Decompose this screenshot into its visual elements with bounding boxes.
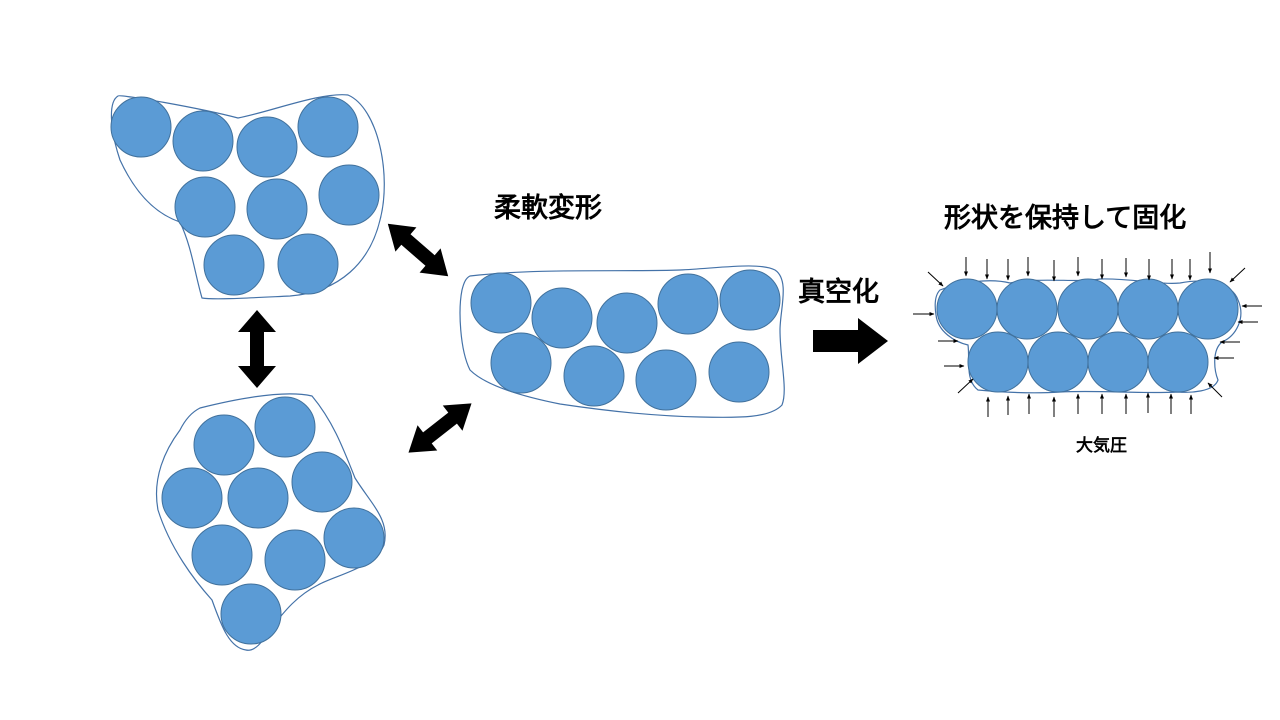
bead — [172, 110, 234, 172]
bead — [470, 272, 532, 334]
bead — [1147, 331, 1209, 393]
pressure-arrow — [957, 378, 974, 394]
bead — [657, 273, 719, 335]
bead — [1177, 278, 1239, 340]
pressure-arrow — [1207, 382, 1223, 398]
bead — [1117, 278, 1179, 340]
bead-bag-bottom-left — [155, 393, 386, 651]
bag-outline — [110, 94, 385, 300]
bead — [531, 287, 593, 349]
bead — [596, 292, 658, 354]
bead-bag-vacuumed — [934, 278, 1242, 394]
bead — [236, 116, 298, 178]
bead — [203, 234, 265, 296]
bead — [936, 278, 998, 340]
bag-outline — [934, 278, 1242, 394]
vacuum-arrow — [813, 318, 888, 364]
atmospheric-pressure-label: 大気圧 — [1076, 436, 1127, 456]
bead — [719, 269, 781, 331]
bead — [161, 467, 223, 529]
bead — [967, 331, 1029, 393]
bead — [291, 451, 353, 513]
bead — [708, 341, 770, 403]
pressure-arrow — [927, 271, 944, 287]
bead — [323, 507, 385, 569]
bead — [490, 332, 552, 394]
bead — [254, 396, 316, 458]
bead — [996, 278, 1058, 340]
bead-bag-middle — [459, 265, 785, 418]
bead — [193, 414, 255, 476]
bead — [1087, 331, 1149, 393]
bead — [191, 524, 253, 586]
double-arrow-vertical — [238, 310, 276, 388]
bead — [635, 349, 697, 411]
pressure-arrows — [913, 252, 1262, 417]
bag-outline — [459, 265, 785, 418]
bead — [246, 178, 308, 240]
pressure-arrow — [1229, 267, 1246, 283]
flexible-deformation-label: 柔軟変形 — [494, 193, 602, 224]
bead — [277, 233, 339, 295]
bead — [174, 176, 236, 238]
bead — [1027, 331, 1089, 393]
bead — [110, 96, 172, 158]
shape-hold-label: 形状を保持して固化 — [944, 203, 1187, 234]
bead — [563, 345, 625, 407]
bead — [227, 467, 289, 529]
bead — [264, 529, 326, 591]
bead — [318, 164, 380, 226]
bead-bag-top-left — [110, 94, 385, 300]
double-arrow-lower-diagonal — [408, 403, 472, 453]
bead — [1057, 278, 1119, 340]
vacuum-label: 真空化 — [798, 277, 879, 308]
bead — [220, 583, 282, 645]
bead — [297, 96, 359, 158]
double-arrow-upper-diagonal — [387, 223, 449, 277]
